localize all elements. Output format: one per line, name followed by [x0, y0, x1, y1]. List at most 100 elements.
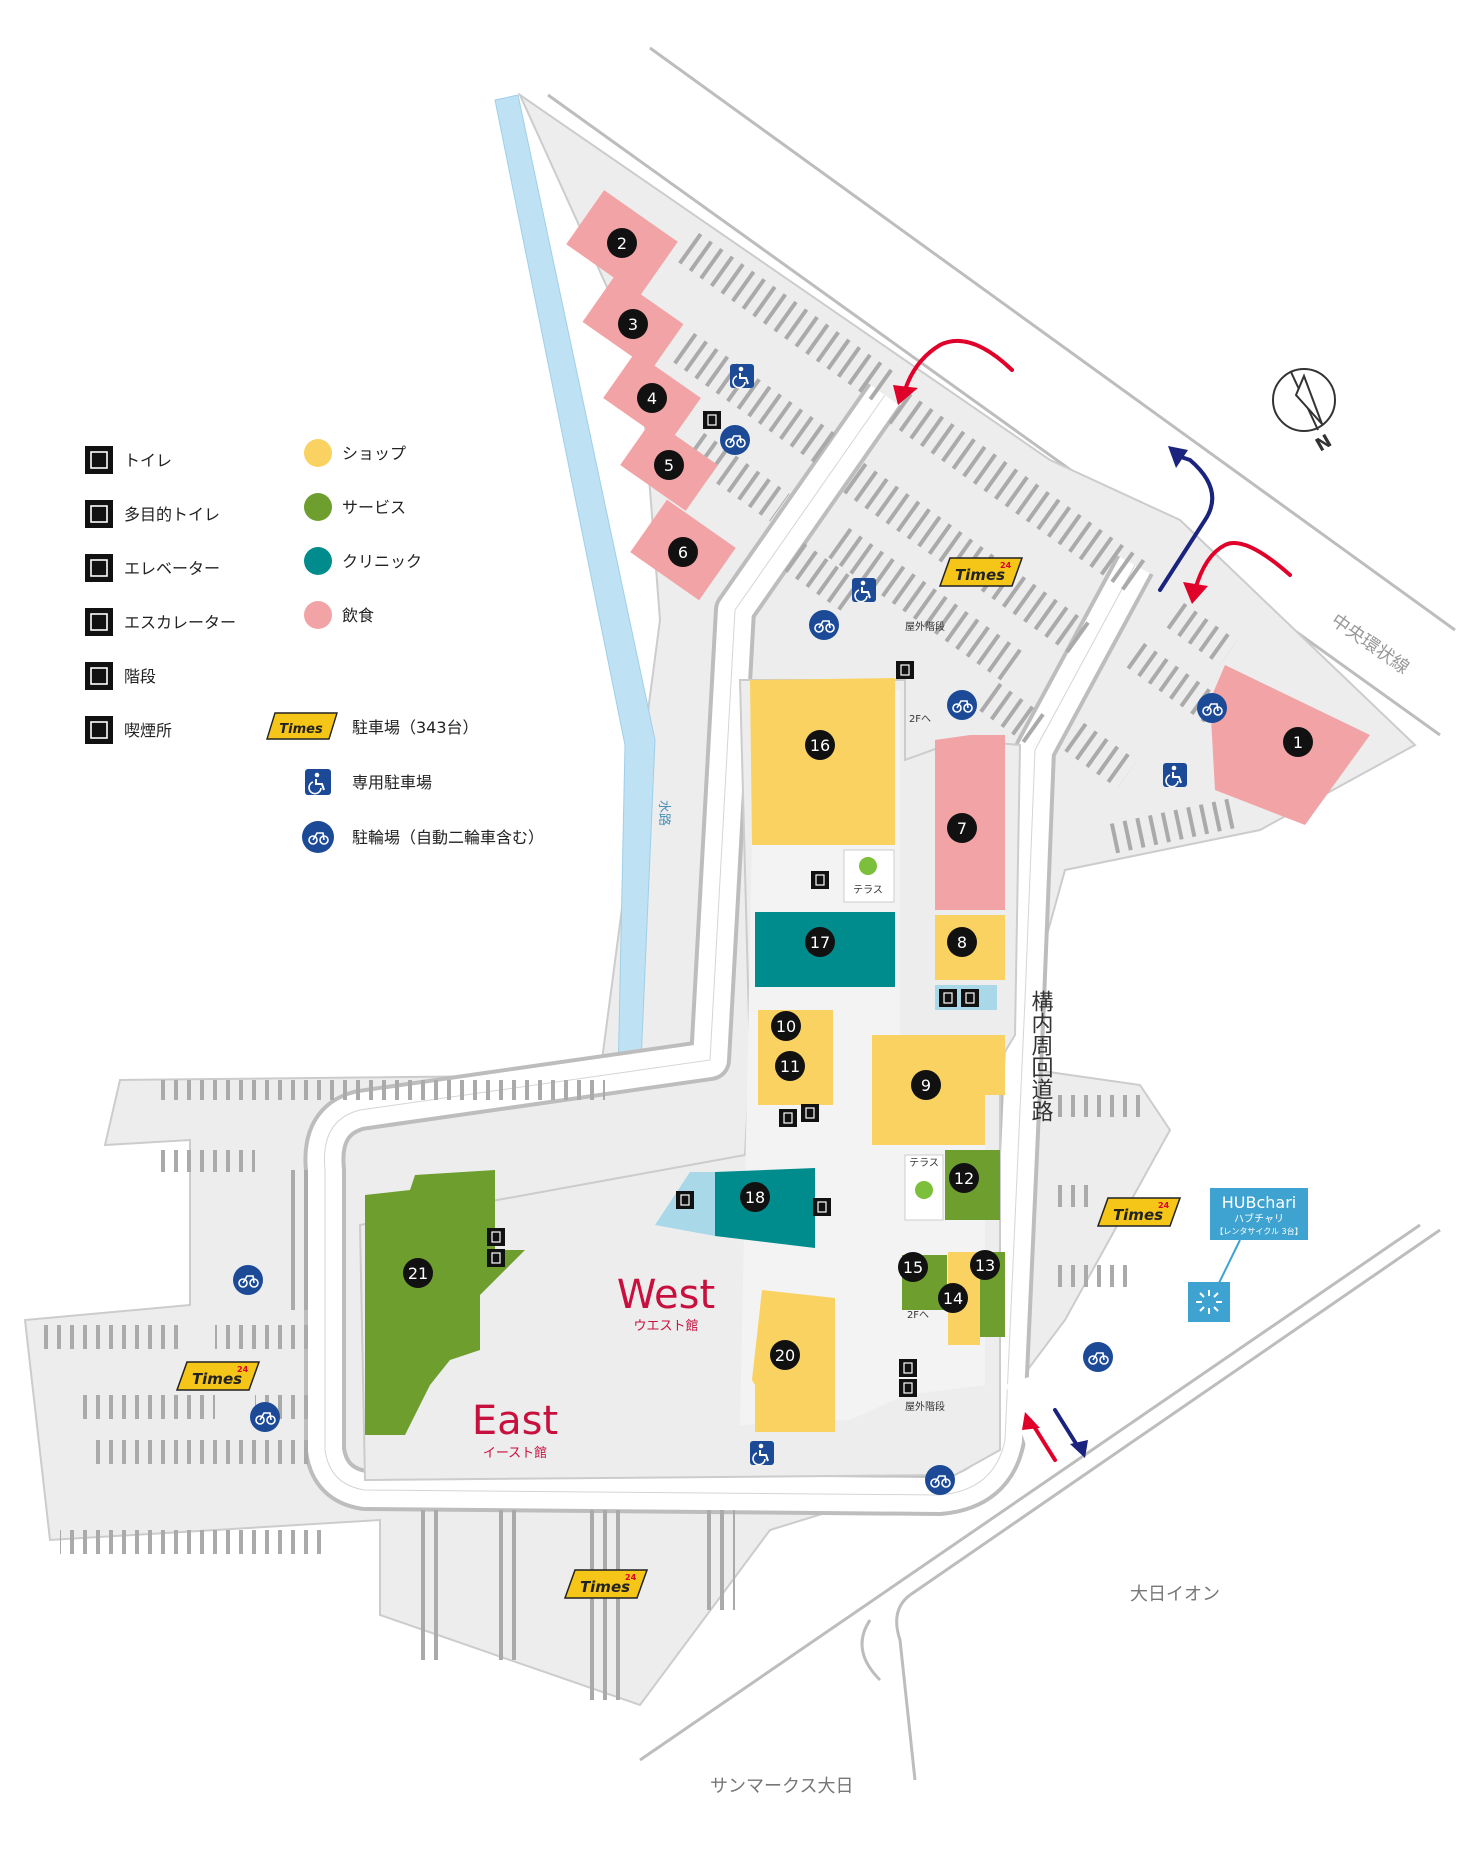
stairs-icon [899, 1379, 917, 1397]
store-marker-12[interactable]: 12 [949, 1163, 979, 1193]
store-marker-13[interactable]: 13 [970, 1250, 1000, 1280]
legend-label: 駐輪場（自動二輪車含む） [352, 828, 544, 847]
bicycle-parking-icon [925, 1465, 955, 1495]
toilet-icon [961, 989, 979, 1007]
store-marker-21[interactable]: 21 [403, 1258, 433, 1288]
store-number: 15 [903, 1258, 923, 1277]
ring-road [303, 382, 1154, 1516]
store-number: 8 [957, 933, 967, 952]
store-marker-2[interactable]: 2 [607, 228, 637, 258]
stairs-icon [85, 662, 113, 690]
store-number: 11 [780, 1057, 800, 1076]
store-marker-4[interactable]: 4 [637, 383, 667, 413]
legend-item-times-parking: Times 駐車場（343台） [266, 712, 479, 740]
store-number: 20 [775, 1346, 795, 1365]
to-2f-label-north: 2Fへ [909, 714, 931, 725]
legend-label: 専用駐車場 [352, 773, 432, 792]
legend-item-elevator: エレベーター [85, 554, 220, 582]
bicycle-parking-icon [720, 425, 750, 455]
svg-text:24: 24 [1000, 561, 1012, 570]
sanmarc-label: サンマークス大日 [710, 1776, 853, 1797]
svg-text:Times: Times [1113, 1206, 1163, 1224]
store-marker-6[interactable]: 6 [668, 537, 698, 567]
legend-item-clinic: クリニック [304, 547, 422, 575]
store-number: 7 [957, 819, 967, 838]
bicycle-parking-icon [233, 1265, 263, 1295]
outdoor-stairs-label-south: 屋外階段 [905, 1400, 945, 1413]
east-building-sub: イースト館 [483, 1446, 547, 1461]
map-facility-icons [487, 411, 979, 1397]
bicycle-parking-icon [809, 610, 839, 640]
store-number: 13 [975, 1256, 995, 1275]
store-number: 17 [810, 933, 830, 952]
times-parking-icon: Times [266, 712, 338, 740]
daiichi-aeon-label: 大日イオン [1130, 1584, 1220, 1605]
accessible-toilet-icon [939, 989, 957, 1007]
store-number: 10 [776, 1017, 796, 1036]
store-marker-10[interactable]: 10 [771, 1011, 801, 1041]
compass-north-label: N [1312, 431, 1336, 457]
legend-label: 飲食 [342, 606, 374, 625]
store-marker-15[interactable]: 15 [898, 1252, 928, 1282]
accessible-toilet-icon [85, 500, 113, 528]
legend-item-smoking-area: 喫煙所 [85, 716, 172, 744]
entry-arrow-east-red [1193, 541, 1292, 592]
legend-item-toilet: トイレ [85, 446, 172, 474]
svg-text:テラス: テラス [853, 884, 883, 896]
store-marker-20[interactable]: 20 [770, 1340, 800, 1370]
bicycle-parking-icon [302, 821, 334, 853]
store-marker-18[interactable]: 18 [740, 1182, 770, 1212]
store-marker-1[interactable]: 1 [1283, 727, 1313, 757]
legend-label: エスカレーター [124, 613, 236, 632]
store-marker-3[interactable]: 3 [618, 309, 648, 339]
store-number: 1 [1293, 733, 1303, 752]
store-number: 2 [617, 234, 627, 253]
hubchari-marker-icon [1188, 1282, 1230, 1322]
legend-item-accessible-toilet: 多目的トイレ [85, 500, 220, 528]
hubchari-title: HUBchari [1222, 1193, 1296, 1212]
elevator-icon [487, 1228, 505, 1246]
store-number: 6 [678, 543, 688, 562]
store-marker-8[interactable]: 8 [947, 927, 977, 957]
store-marker-5[interactable]: 5 [654, 450, 684, 480]
store-marker-14[interactable]: 14 [938, 1283, 968, 1313]
east-building-name: East [472, 1398, 558, 1444]
svg-text:Times: Times [955, 566, 1005, 584]
store-number: 9 [921, 1076, 931, 1095]
svg-text:24: 24 [625, 1573, 637, 1582]
store-marker-9[interactable]: 9 [911, 1070, 941, 1100]
store-number: 3 [628, 315, 638, 334]
accessible-parking-icon [1163, 763, 1187, 788]
store-marker-17[interactable]: 17 [805, 927, 835, 957]
elevator-icon [85, 554, 113, 582]
escalator-icon [85, 608, 113, 636]
svg-text:Times: Times [279, 722, 323, 737]
west-building-name: West [617, 1272, 715, 1318]
west-building-sub: ウエスト館 [633, 1319, 698, 1334]
store-marker-16[interactable]: 16 [805, 730, 835, 760]
escalator-icon [813, 1198, 831, 1216]
legend-label: 駐車場（343台） [352, 718, 479, 737]
svg-text:24: 24 [237, 1365, 249, 1374]
store-number: 5 [664, 456, 674, 475]
entry-arrow-north-red [903, 338, 1014, 392]
store-marker-7[interactable]: 7 [947, 813, 977, 843]
store-blocks [365, 678, 1005, 1435]
elevator-icon [811, 871, 829, 889]
bicycle-parking-icon [1197, 693, 1227, 723]
store-marker-11[interactable]: 11 [775, 1051, 805, 1081]
clinic-swatch-icon [304, 547, 332, 575]
escalator-icon [487, 1249, 505, 1267]
stairs-icon [896, 661, 914, 679]
traffic-arrows [893, 338, 1292, 1462]
exit-arrow-navy [1158, 453, 1215, 592]
stairs-icon [779, 1109, 797, 1127]
legend-item-service: サービス [304, 493, 406, 521]
